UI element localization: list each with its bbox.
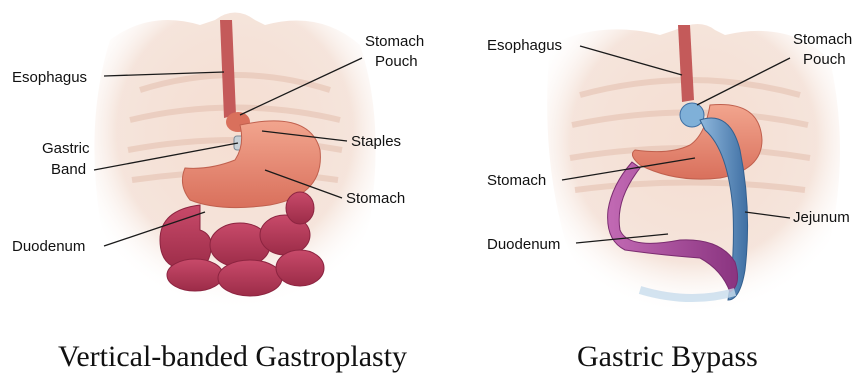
stomach-pouch-organ	[680, 103, 704, 127]
esophagus-label: Esophagus	[487, 37, 562, 54]
panel-caption: Vertical-banded Gastroplasty	[58, 340, 407, 373]
stomach-pouch-label-line2: Pouch	[803, 51, 846, 68]
panel-caption: Gastric Bypass	[577, 340, 758, 373]
stomach-pouch-label-line1: Stomach	[793, 31, 852, 48]
duodenum-label: Duodenum	[487, 236, 560, 253]
gastric-band-label-line2: Band	[51, 161, 86, 178]
stomach-label: Stomach	[346, 190, 405, 207]
duodenum-label: Duodenum	[12, 238, 85, 255]
staples-label: Staples	[351, 133, 401, 150]
gastric-band-label-line1: Gastric	[42, 140, 90, 157]
esophagus-label: Esophagus	[12, 69, 87, 86]
stomach-label: Stomach	[487, 172, 546, 189]
jejunum-label: Jejunum	[793, 209, 850, 226]
stomach-pouch-label-line1: Stomach	[365, 33, 424, 50]
panel-vbg: Esophagus Stomach Pouch Staples Gastric …	[12, 13, 424, 374]
panel-bypass: Esophagus Stomach Pouch Stomach Jejunum …	[487, 24, 852, 373]
stomach-pouch-label-line2: Pouch	[375, 53, 418, 70]
